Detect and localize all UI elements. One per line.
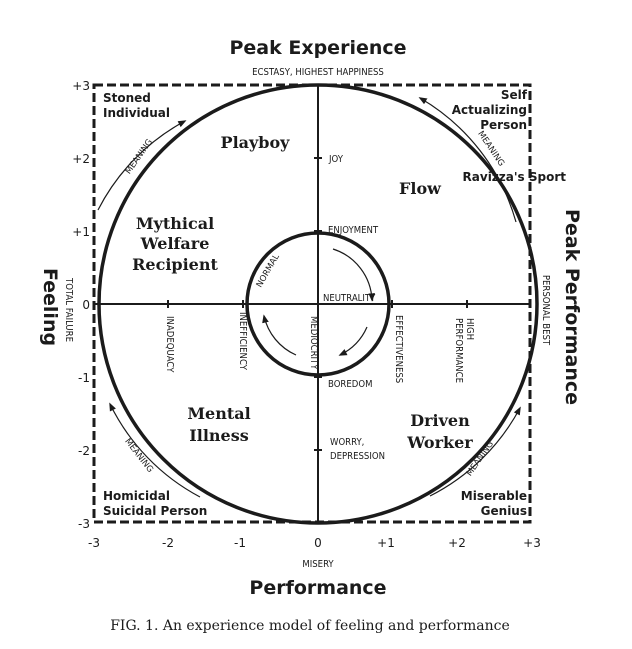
pole-label-right: PERSONAL BEST (540, 275, 551, 346)
quadrant-playboy: Playboy (221, 133, 291, 152)
pole-label-top: ECSTASY, HIGHEST HAPPINESS (252, 67, 384, 78)
x-tick-label: -1 (234, 536, 246, 550)
axis-tick-marks (167, 157, 468, 451)
quadrant-mental-line1: Mental (187, 404, 250, 423)
meaning-label-top-left: MEANING (124, 137, 155, 176)
top-title: Peak Experience (229, 37, 406, 59)
bottom-title: Performance (249, 577, 386, 599)
label-boredom: BOREDOM (328, 379, 372, 390)
x-tick-label: +3 (523, 536, 541, 550)
label-effectiveness: EFFECTIVENESS (393, 315, 404, 383)
outer-circle (97, 83, 539, 525)
label-inadequacy: INADEQUACY (164, 316, 175, 373)
pole-label-left: TOTAL FAILURE (63, 277, 74, 342)
inner-circle (245, 231, 391, 377)
corner-bottom-right-line1: Miserable (461, 489, 527, 503)
label-joy: JOY (328, 154, 344, 165)
quadrant-mythical-line1: Mythical (136, 214, 214, 233)
x-tick-label: -2 (162, 536, 174, 550)
label-enjoyment: ENJOYMENT (328, 225, 379, 236)
quadrant-mythical-line2: Welfare (140, 234, 210, 253)
corner-top-left-line1: Stoned (103, 91, 151, 105)
label-mediocrity: MEDIOCRITY (308, 316, 319, 370)
normal-label: NORMAL (255, 252, 282, 289)
x-tick-label: -3 (88, 536, 100, 550)
right-title: Peak Performance (561, 209, 583, 405)
corner-bottom-left-line1: Homicidal (103, 489, 170, 503)
quadrant-flow: Flow (399, 179, 442, 198)
label-worry-line1: WORRY, (330, 437, 364, 448)
y-tick-label: -2 (78, 444, 90, 458)
y-tick-label: -1 (78, 371, 90, 385)
corner-bottom-left-line2: Suicidal Person (103, 504, 207, 518)
x-tick-label: 0 (314, 536, 322, 550)
y-tick-label: -3 (78, 517, 90, 531)
y-tick-label: +2 (72, 152, 90, 166)
y-tick-label: 0 (82, 298, 90, 312)
label-high-line2: PERFORMANCE (453, 318, 464, 383)
y-tick-label: +1 (72, 225, 90, 239)
quadrant-driven-line1: Driven (410, 411, 470, 430)
corner-top-right-line3: Person (480, 118, 527, 132)
y-tick-label: +3 (72, 79, 90, 93)
x-tick-label: +2 (448, 536, 466, 550)
ravizza-label: Ravizza's Sport (463, 170, 567, 184)
corner-top-right-line1: Self (501, 88, 528, 102)
left-title: Feeling (39, 268, 61, 346)
meaning-arrows (97, 97, 521, 498)
x-tick-label: +1 (377, 536, 395, 550)
corner-top-right-line2: Actualizing (452, 103, 527, 117)
normal-flow-arrows (262, 248, 376, 356)
quadrant-driven-line2: Worker (406, 433, 473, 452)
label-high-line1: HIGH (464, 318, 475, 340)
label-neutrality: NEUTRALITY (323, 293, 376, 304)
quadrant-mental-line2: Illness (189, 426, 248, 445)
figure-caption: FIG. 1. An experience model of feeling a… (110, 618, 510, 634)
pole-label-bottom: MISERY (302, 559, 334, 570)
corner-bottom-right-line2: Genius (481, 504, 527, 518)
quadrant-mythical-line3: Recipient (132, 255, 218, 274)
meaning-label-top-right: MEANING (475, 129, 506, 168)
label-worry-line2: DEPRESSION (330, 451, 385, 462)
label-inefficiency: INEFFICIENCY (237, 312, 248, 371)
corner-top-left-line2: Individual (103, 106, 170, 120)
